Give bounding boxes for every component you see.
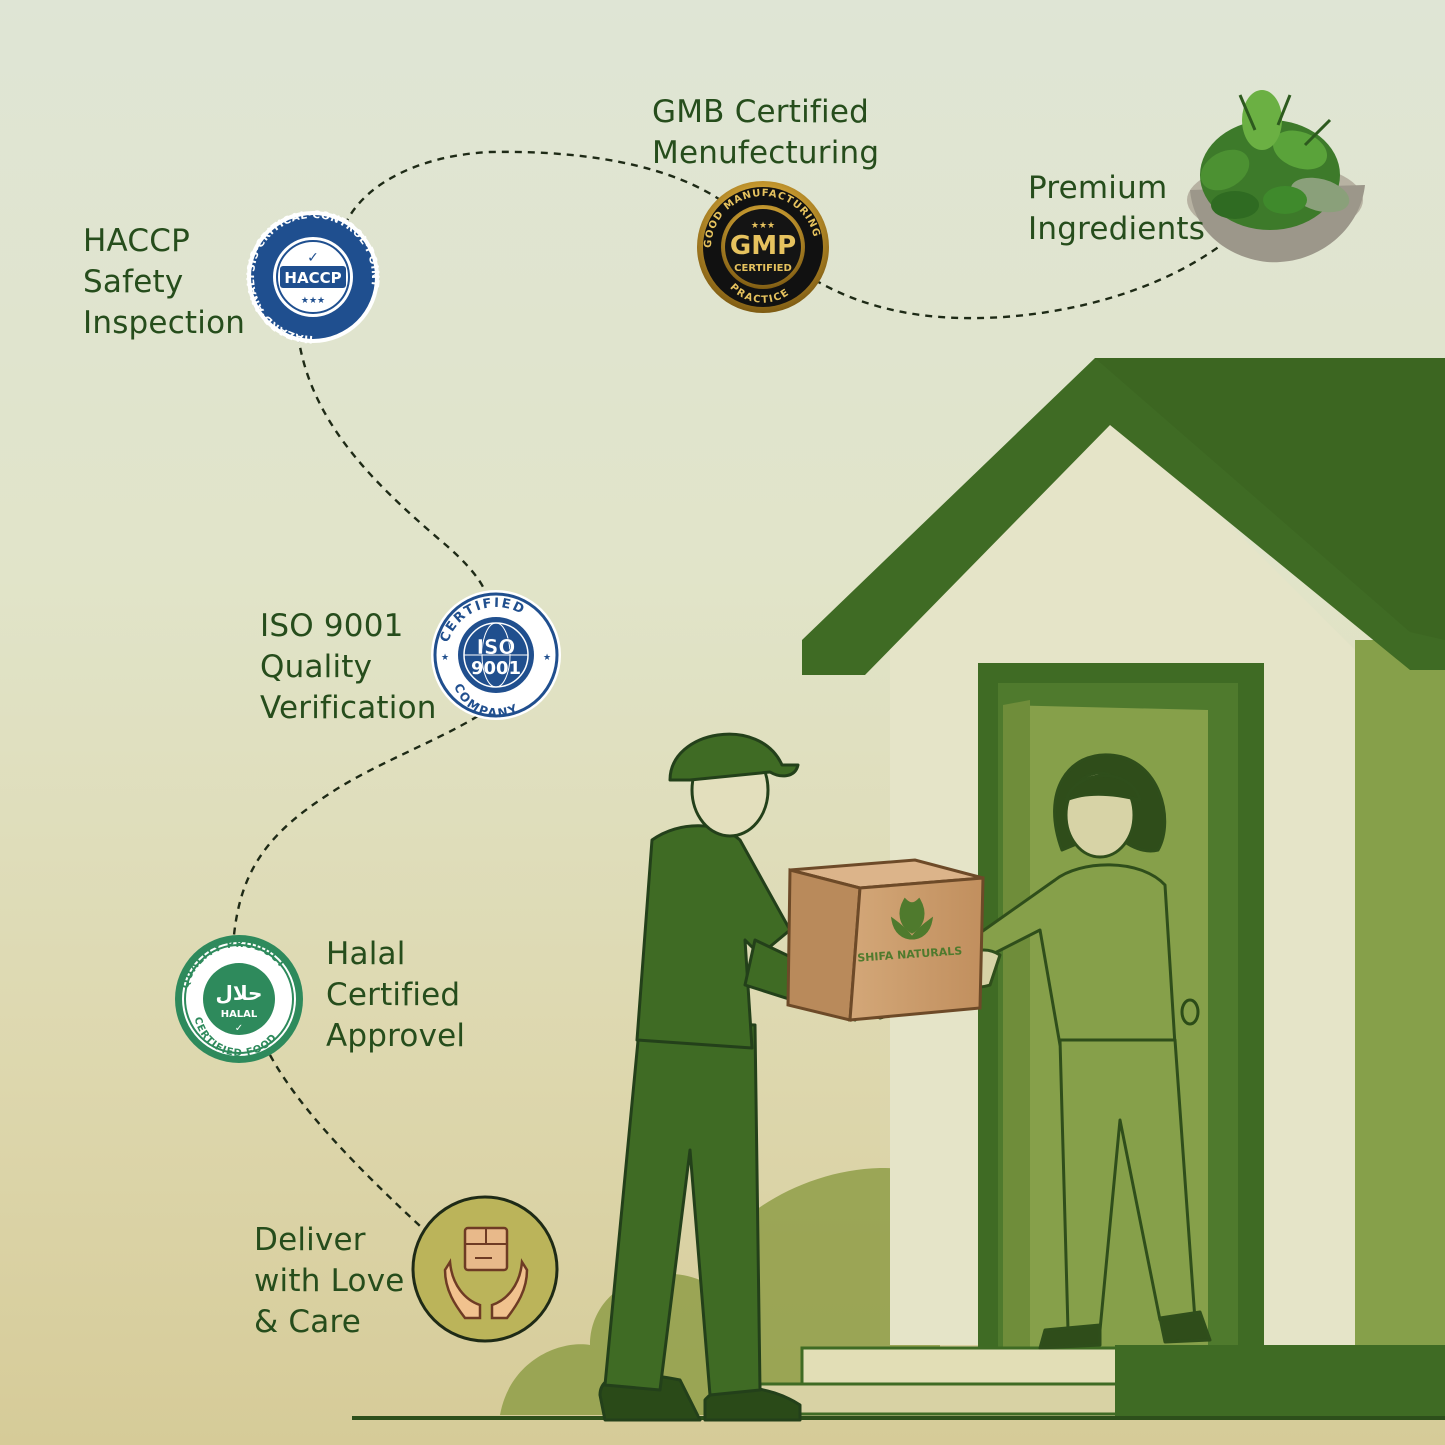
label-line: with Love [254, 1263, 405, 1299]
label-line: Approvel [326, 1018, 466, 1054]
label-line: Quality [260, 649, 373, 685]
gmp-badge-big-text: GMP [730, 231, 796, 261]
label-line: Ingredients [1028, 211, 1206, 247]
svg-text:✓: ✓ [307, 250, 319, 266]
step-label-gmp: GMB Certified Menufecturing [652, 92, 879, 174]
label-line: Halal [326, 936, 406, 972]
step-label-deliver: Deliver with Love & Care [254, 1220, 405, 1343]
label-line: Safety [83, 264, 184, 300]
svg-text:★★★: ★★★ [751, 221, 775, 231]
hands-box-icon [411, 1195, 559, 1343]
gmp-badge-small-text: CERTIFIED [734, 263, 792, 274]
cardboard-box [786, 858, 985, 1022]
svg-text:★: ★ [543, 653, 551, 663]
label-line: ISO 9001 [260, 608, 404, 644]
halal-badge-small-text: HALAL [221, 1009, 258, 1020]
label-line: Inspection [83, 305, 246, 341]
label-line: HACCP [83, 223, 190, 259]
label-line: Verification [260, 690, 437, 726]
label-line: Deliver [254, 1222, 366, 1258]
halal-badge-arabic-text: حلال [216, 981, 263, 1005]
haccp-badge-text: HACCP [284, 269, 341, 287]
iso-badge-small-text: 9001 [471, 658, 521, 679]
haccp-badge: HAZARD·ANALYSIS·CRITICAL·CONTROL·POINT H… [245, 209, 381, 345]
svg-text:★★★: ★★★ [301, 296, 325, 306]
step-label-iso: ISO 9001 Quality Verification [260, 606, 437, 729]
iso-badge: CERTIFIED COMPANY ISO 9001 ★ ★ [431, 590, 561, 720]
step-label-haccp: HACCP Safety Inspection [83, 221, 245, 344]
gmp-badge: GOOD MANUFACTURING PRACTICE GMP CERTIFIE… [697, 181, 829, 313]
label-line: Certified [326, 977, 461, 1013]
herb-bowl-icon [1187, 90, 1365, 263]
label-line: Menufecturing [652, 135, 880, 171]
svg-text:★: ★ [441, 653, 449, 663]
label-line: & Care [254, 1304, 362, 1340]
halal-badge: QUALITY PRODUCT CERTIFIED FOOD حلال HALA… [175, 935, 303, 1063]
label-line: GMB Certified [652, 94, 869, 130]
iso-badge-big-text: ISO [477, 635, 516, 659]
step-label-halal: Halal Certified Approvel [326, 934, 465, 1057]
step-label-ingredients: Premium Ingredients [1028, 168, 1205, 250]
label-line: Premium [1028, 170, 1168, 206]
svg-text:✓: ✓ [235, 1023, 243, 1034]
